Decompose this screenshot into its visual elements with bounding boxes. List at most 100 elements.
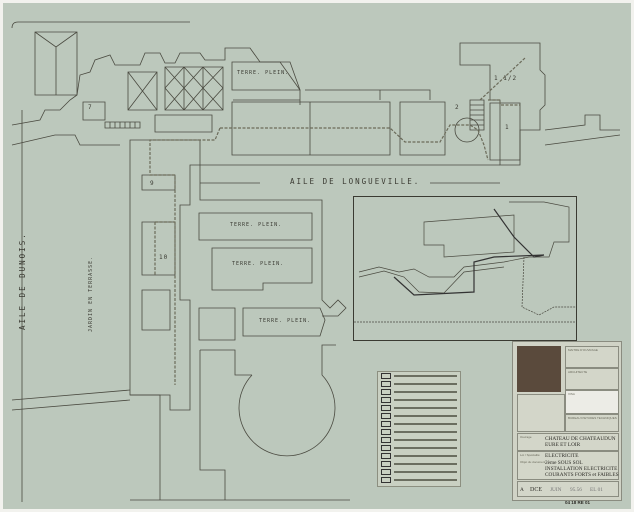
legend-row <box>381 388 457 396</box>
room-7 <box>82 101 106 121</box>
firm-box: BUREAU D'ETUDES TECHNIQUES <box>565 414 619 432</box>
legend-symbol <box>381 381 391 387</box>
legend-symbol <box>381 389 391 395</box>
doc-type: DCE <box>530 487 542 493</box>
title-block: MAITRE D'OUVRAGE ARCHITECTE VISA BUREAU … <box>512 341 622 501</box>
dunois-wing-label: AILE DE DUNOIS. <box>18 232 27 330</box>
room-number-9: 9 <box>150 180 155 187</box>
legend-row <box>381 460 457 468</box>
legend-text <box>394 479 457 481</box>
legend-row <box>381 396 457 404</box>
site-river <box>358 256 530 294</box>
legend-row <box>381 404 457 412</box>
terre-plein-3 <box>242 307 326 337</box>
room-number-10: 10 <box>159 254 169 261</box>
footer-box: A DCE JUIN 95.56 EL 01 <box>517 481 619 497</box>
legend-symbol <box>381 453 391 459</box>
stamp-box: VISA <box>565 390 619 414</box>
legend-symbol <box>381 461 391 467</box>
legend-text <box>394 439 457 441</box>
doc-line-3: COURANTS FORTS et FAIBLES <box>545 472 619 478</box>
garden-label: JARDIN EN TERRASSE. <box>88 255 94 332</box>
terre-plein-label-1: TERRE. PLEIN. <box>230 222 283 228</box>
room-number-1-half: 1 1/2 <box>494 75 518 82</box>
legend-text <box>394 383 457 385</box>
terre-plein-2 <box>211 247 313 291</box>
date: JUIN <box>550 487 562 493</box>
site-plan-drawing <box>354 201 576 323</box>
terre-plein-label-top: TERRE. PLEIN. <box>237 70 290 76</box>
legend-row <box>381 420 457 428</box>
stamp-heading: VISA <box>568 392 575 396</box>
legend-text <box>394 399 457 401</box>
room-2 <box>399 101 446 156</box>
legend-text <box>394 471 457 473</box>
legend-symbol <box>381 373 391 379</box>
cable-west <box>149 127 221 385</box>
chateau-photo <box>517 346 561 392</box>
legend-text <box>394 415 457 417</box>
room-6 <box>127 71 158 111</box>
legend-text <box>394 447 457 449</box>
east-block <box>459 42 546 166</box>
sheet-number: EL 01 <box>590 487 603 493</box>
legend-row <box>381 372 457 380</box>
drawing-reference: 04 18 RE 01 <box>565 500 591 505</box>
architect-heading: ARCHITECTE <box>568 370 588 374</box>
east-annex <box>544 114 621 146</box>
longueville-wing-label: AILE DE LONGUEVILLE. <box>290 177 421 186</box>
legend-text <box>394 391 457 393</box>
terre-plein-label-2: TERRE. PLEIN. <box>232 261 285 267</box>
legend-symbol <box>381 437 391 443</box>
small-block <box>198 307 236 341</box>
legend-text <box>394 431 457 433</box>
site-buildings <box>509 201 570 258</box>
cable-east <box>488 99 520 106</box>
site-plan-inset <box>353 196 577 341</box>
legend-row <box>381 476 457 484</box>
legend-row <box>381 380 457 388</box>
site-cliff <box>521 256 576 316</box>
doc-line-1: 2ème SOUS SOL <box>545 460 583 466</box>
room-number-2: 2 <box>455 104 460 111</box>
location-plan-box <box>517 394 565 432</box>
room-11 <box>141 289 171 331</box>
legend-symbol <box>381 477 391 483</box>
legend-text <box>394 463 457 465</box>
west-annex <box>11 94 120 146</box>
legend-row <box>381 444 457 452</box>
round-tower <box>238 344 336 457</box>
legend-row <box>381 452 457 460</box>
legend-symbol <box>381 445 391 451</box>
room-8 <box>164 66 224 111</box>
tower-wall <box>130 349 252 500</box>
room-1 <box>489 102 521 161</box>
site-line-2: EURE ET LOIR <box>545 442 581 448</box>
legend-row <box>381 468 457 476</box>
legend-symbol <box>381 397 391 403</box>
cable-main <box>220 124 489 161</box>
room-9 <box>141 174 176 191</box>
doc-heading: Objet du document <box>520 460 546 464</box>
discipline-heading: Lot / Spécialité <box>520 453 540 457</box>
stair-west <box>104 121 141 129</box>
site-outline <box>423 214 515 258</box>
stair-east <box>469 99 485 131</box>
room-number-1: 1 <box>505 124 510 131</box>
terre-plein-1 <box>198 212 313 241</box>
round-stair <box>454 117 480 143</box>
site-box: Ouvrage CHATEAU DE CHATEAUDUN EURE ET LO… <box>517 433 619 451</box>
site-heading: Ouvrage <box>520 435 532 439</box>
site-cable <box>393 208 545 296</box>
cable-room10 <box>154 221 175 275</box>
doc-line-2: INSTALLATION ELECTRICITE <box>545 466 618 472</box>
courtyard <box>199 164 500 317</box>
legend-symbol <box>381 421 391 427</box>
legend-row <box>381 436 457 444</box>
legend-symbol <box>381 405 391 411</box>
legend-text <box>394 407 457 409</box>
cable-diag <box>479 57 526 101</box>
wall-north <box>76 47 301 105</box>
bottom-border <box>11 389 350 501</box>
legend-symbol <box>381 413 391 419</box>
